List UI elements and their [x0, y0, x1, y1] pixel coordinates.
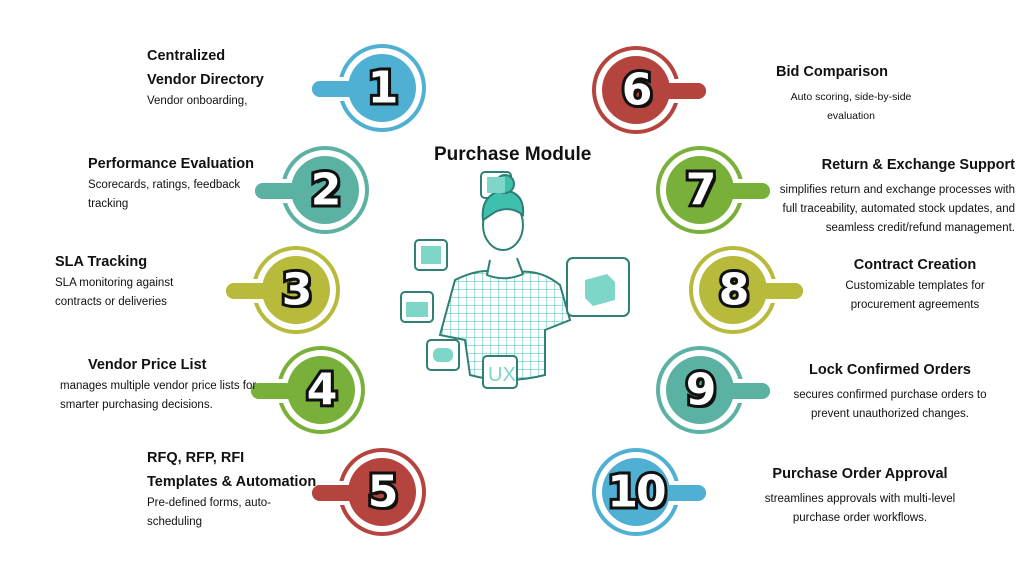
number-badge-1: 1 [312, 38, 442, 138]
feature-title: Centralized Vendor Directory [147, 48, 264, 88]
badge-ring-icon [592, 46, 706, 134]
feature-block-9: Lock Confirmed Orders secures confirmed p… [780, 358, 1000, 424]
badge-ring-icon [312, 448, 426, 536]
badge-number: 7 [683, 162, 720, 219]
badge-ring-icon [251, 346, 365, 434]
feature-title: Bid Comparison [776, 64, 888, 80]
ux-label: UX [488, 364, 516, 386]
feature-title: Return & Exchange Support [821, 157, 1015, 173]
number-badge-8: 8 [673, 240, 803, 340]
hair [481, 188, 525, 222]
feature-description: manages multiple vendor price lists for … [60, 380, 257, 411]
badge-ring-icon [592, 448, 706, 536]
ux-icon [482, 355, 518, 389]
badge-number: 10 [604, 464, 669, 521]
number-badge-5: 5 [312, 442, 442, 542]
feature-block-4: Vendor Price List manages multiple vendor… [60, 353, 280, 415]
number-badge-9: 9 [640, 340, 770, 440]
feature-title: SLA Tracking [55, 254, 148, 270]
number-badge-7: 7 [640, 140, 770, 240]
feature-description: streamlines approvals with multi-level p… [764, 493, 956, 524]
badge-number: 5 [365, 464, 402, 521]
feature-title: Purchase Order Approval [772, 466, 948, 482]
number-badge-4: 4 [251, 340, 381, 440]
feature-block-10: Purchase Order Approval streamlines appro… [760, 462, 960, 528]
feature-title: Vendor Price List [88, 357, 207, 373]
badge-number: 1 [365, 60, 402, 117]
feature-block-7: Return & Exchange Support simplifies retu… [770, 153, 1015, 238]
feature-title: Performance Evaluation [88, 156, 254, 172]
badge-number: 6 [619, 62, 656, 119]
feature-description: Pre-defined forms, auto- scheduling [147, 497, 272, 528]
badge-ring-icon [656, 146, 770, 234]
number-badge-2: 2 [255, 140, 385, 240]
badge-number: 4 [304, 362, 341, 419]
person-illustration: UX [400, 171, 630, 389]
feature-description: Vendor onboarding, [147, 95, 248, 107]
feature-title: Contract Creation [853, 257, 977, 273]
feature-description: Customizable templates for procurement a… [845, 280, 985, 311]
badge-number: 9 [683, 362, 720, 419]
feature-description: Auto scoring, side-by-side evaluation [790, 91, 912, 122]
badge-ring-icon [226, 246, 340, 334]
number-badge-6: 6 [576, 40, 706, 140]
feature-description: secures confirmed purchase orders to pre… [793, 389, 987, 420]
diagram-title: Purchase Module [434, 144, 592, 165]
badge-ring-icon [689, 246, 803, 334]
badge-ring-icon [312, 44, 426, 132]
number-badge-10: 10 [576, 442, 706, 542]
badge-number: 2 [308, 162, 345, 219]
feature-title: Lock Confirmed Orders [809, 362, 971, 378]
number-badge-3: 3 [226, 240, 356, 340]
badge-number: 3 [279, 262, 316, 319]
feature-description: Scorecards, ratings, feedback tracking [88, 179, 241, 210]
feature-description: simplifies return and exchange processes… [779, 184, 1015, 234]
badge-ring-icon [255, 146, 369, 234]
badge-number: 8 [716, 262, 753, 319]
badge-ring-icon [656, 346, 770, 434]
feature-description: SLA monitoring against contracts or deli… [55, 277, 174, 308]
feature-title: RFQ, RFP, RFI Templates & Automation [147, 450, 317, 490]
